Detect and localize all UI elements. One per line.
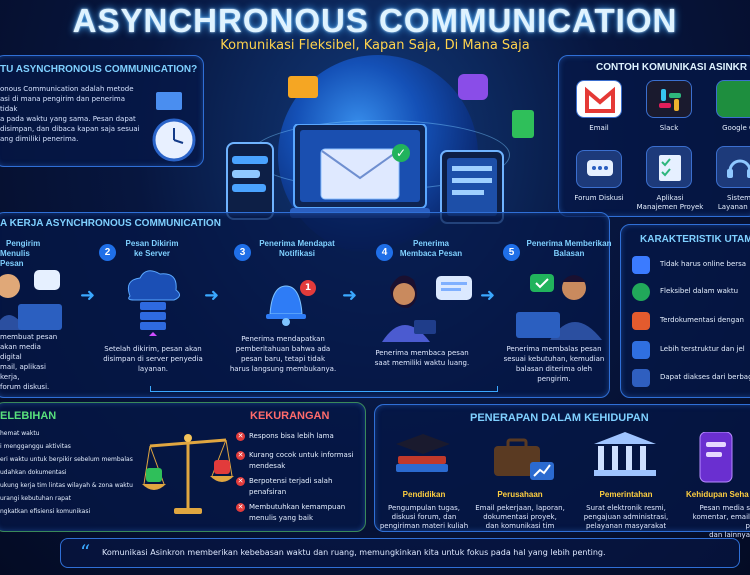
reader-illustration	[378, 268, 474, 342]
bell-icon	[264, 278, 308, 328]
gmail-icon	[576, 80, 622, 118]
google-classroom-icon	[716, 80, 750, 118]
cons-item: ✕Membutuhkan kemampuan menulis yang baik	[236, 503, 346, 522]
characteristics-title: KARAKTERISTIK UTAM	[640, 234, 750, 245]
characteristic-item: Terdokumentasi dengan	[632, 312, 750, 330]
smartphone-icon	[696, 431, 736, 484]
users-icon	[632, 256, 650, 274]
example-label-slack: Slack	[659, 124, 679, 132]
definition-text: onous Communication adalah metode asi di…	[0, 85, 140, 143]
step-2-number: 2	[99, 244, 116, 261]
graduation-icon	[392, 430, 454, 476]
example-label-service: Sistem Layanan Pel	[717, 194, 750, 211]
sender-illustration	[0, 270, 66, 330]
cloud-server-icon	[120, 266, 186, 338]
pros-title: ELEBIHAN	[0, 410, 57, 422]
briefcase-icon	[490, 436, 558, 482]
headset-icon	[716, 146, 750, 188]
application-title: Pemerintahan	[599, 490, 653, 499]
step-2-desc: Setelah dikirim, pesan akan disimpan di …	[103, 345, 203, 373]
application-desc: Surat elektronik resmi, pengajuan admini…	[583, 504, 669, 530]
pros-list: hemat waktu i mengganggu aktivitas eri w…	[0, 430, 133, 515]
flow-arrow: ➜	[204, 285, 220, 306]
clock-icon	[152, 118, 196, 162]
close-icon: ✕	[236, 432, 245, 441]
workflow-title: A KERJA ASYNCHRONOUS COMMUNICATION	[0, 218, 221, 229]
mail-icon	[156, 92, 182, 110]
document-icon	[632, 341, 650, 359]
definition-title: TU ASYNCHRONOUS COMMUNICATION?	[0, 64, 198, 75]
examples-title: CONTOH KOMUNIKASI ASINKR	[596, 62, 748, 73]
clock-icon	[632, 283, 650, 301]
notification-badge: 1	[300, 280, 316, 296]
step-5-title: Penerima Memberikan Balasan	[526, 239, 612, 258]
example-label-classroom: Google Cl	[722, 124, 750, 132]
workflow-panel	[0, 212, 610, 398]
application-title: Pendidikan	[402, 490, 446, 499]
document-float-icon	[512, 110, 534, 138]
checklist-icon	[646, 146, 692, 188]
government-building-icon	[590, 430, 660, 480]
device-icon	[632, 369, 650, 387]
characteristic-item: Dapat diakses dari berbaga	[632, 369, 750, 387]
phone-icon	[226, 142, 274, 220]
application-desc: Email pekerjaan, laporan, dokumentasi pr…	[475, 504, 565, 530]
replier-illustration	[510, 266, 606, 340]
folder-icon	[632, 312, 650, 330]
step-3-title: Penerima Mendapat Notifikasi	[259, 239, 335, 258]
page-title: ASYNCHRONOUS COMMUNICATION	[72, 2, 678, 39]
slack-icon	[646, 80, 692, 118]
applications-title: PENERAPAN DALAM KEHIDUPAN	[470, 412, 649, 424]
example-label-email: Email	[589, 124, 609, 132]
quote-open-mark: “	[80, 540, 91, 564]
quote-text: Komunikasi Asinkron memberikan kebebasan…	[102, 548, 606, 557]
cons-item: ✕Respons bisa lebih lama	[236, 432, 334, 441]
characteristic-item: Lebih terstruktur dan jel	[632, 341, 750, 359]
chat-float-icon	[458, 74, 488, 100]
step-3-desc: Penerima mendapatkan pemberitahuan bahwa…	[229, 335, 337, 373]
application-desc: Pesan media s komentar, email p dan lain…	[692, 504, 750, 539]
cons-item: ✕Berpotensi terjadi salah penafsiran	[236, 477, 333, 496]
example-label-project: Aplikasi Manajemen Proyek	[636, 194, 704, 211]
flow-arrow: ➜	[80, 285, 96, 306]
forum-icon	[576, 150, 622, 188]
close-icon: ✕	[236, 451, 245, 460]
flow-arrow: ➜	[480, 285, 496, 306]
quote-banner	[60, 538, 740, 568]
step-4-title: Penerima Membaca Pesan	[399, 239, 463, 258]
example-label-forum: Forum Diskusi	[574, 194, 624, 202]
step-5-number: 5	[503, 244, 520, 261]
page-subtitle: Komunikasi Fleksibel, Kapan Saja, Di Man…	[220, 38, 530, 53]
return-loop-line	[150, 386, 498, 392]
check-icon: ✓	[392, 144, 410, 162]
characteristic-item: Tidak harus online bersa	[632, 256, 750, 274]
close-icon: ✕	[236, 477, 245, 486]
application-title: Kehidupan Seha	[686, 490, 749, 499]
application-title: Perusahaan	[497, 490, 543, 499]
envelope-icon	[320, 148, 400, 200]
step-4-number: 4	[376, 244, 393, 261]
cons-title: KEKURANGAN	[250, 410, 330, 422]
step-1-title: Pengirim Menulis Pesan	[0, 239, 41, 268]
cons-item: ✕Kurang cocok untuk informasi mendesak	[236, 451, 354, 470]
cons-list: ✕Respons bisa lebih lama ✕Kurang cocok u…	[236, 432, 366, 528]
close-icon: ✕	[236, 503, 245, 512]
characteristic-item: Fleksibel dalam waktu	[632, 283, 750, 301]
step-2-title: Pesan Dikirim ke Server	[125, 239, 179, 258]
step-4-desc: Penerima membaca pesan saat memiliki wak…	[374, 349, 470, 367]
flow-arrow: ➜	[342, 285, 358, 306]
balance-scale-icon	[140, 428, 236, 518]
step-5-desc: Penerima membalas pesan sesuai kebutuhan…	[503, 345, 605, 383]
mail-float-icon	[288, 76, 318, 98]
application-desc: Pengumpulan tugas, diskusi forum, dan pe…	[379, 504, 469, 530]
step-3-number: 3	[234, 244, 251, 261]
step-1-desc: membuat pesan akan media digital mail, a…	[0, 333, 58, 391]
